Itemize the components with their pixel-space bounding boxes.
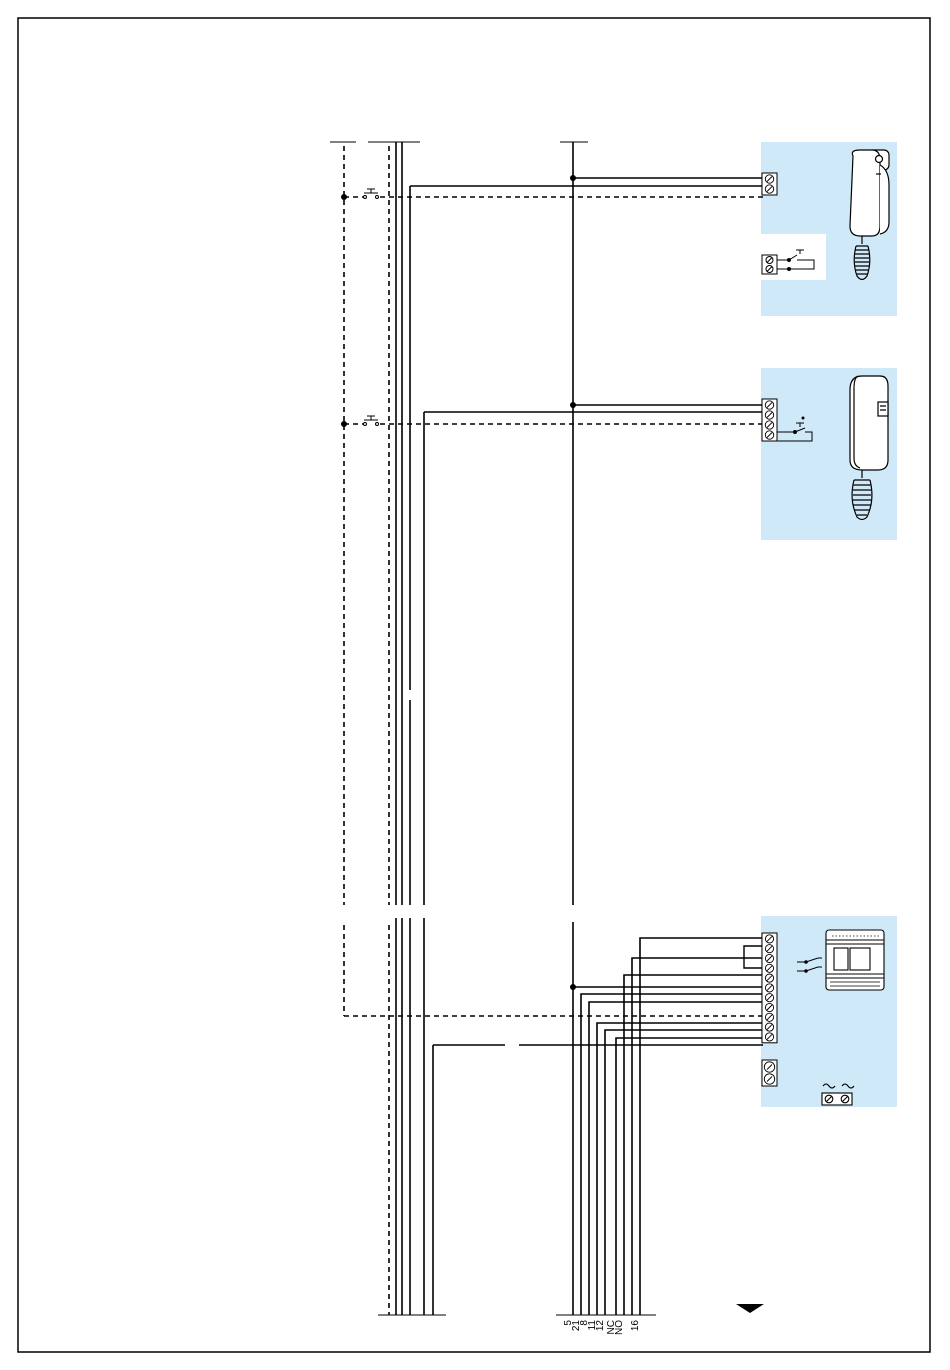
ps-wire-8 xyxy=(597,1023,763,1315)
terminal-label: NO xyxy=(614,1320,625,1335)
terminal-label: 12 xyxy=(595,1320,606,1332)
ps-wire-nc xyxy=(624,975,763,1315)
triangle-down-icon xyxy=(736,1304,764,1313)
terminal-block xyxy=(762,173,777,195)
junction-dot xyxy=(341,194,347,200)
junction-dot xyxy=(341,421,347,427)
terminal-block xyxy=(762,1060,777,1086)
terminal-block xyxy=(762,933,777,1043)
power-supply-module-icon xyxy=(826,930,884,990)
ps-wire-no xyxy=(632,958,763,1315)
junction-dot xyxy=(570,175,576,181)
junction-dot xyxy=(570,984,576,990)
unit1-pushbutton-block xyxy=(761,235,825,279)
pushbutton-icon xyxy=(364,189,381,200)
ps-jumper xyxy=(744,946,763,968)
pushbutton-icon xyxy=(364,416,381,427)
terminal-label: 16 xyxy=(630,1320,641,1332)
ps-wire-5 xyxy=(616,1038,763,1315)
terminal-block xyxy=(762,399,777,441)
ps-wire-21 xyxy=(605,1030,763,1315)
ps-wire-11 xyxy=(589,1002,763,1315)
ps-wire-12 xyxy=(581,994,763,1315)
junction-dot xyxy=(570,402,576,408)
